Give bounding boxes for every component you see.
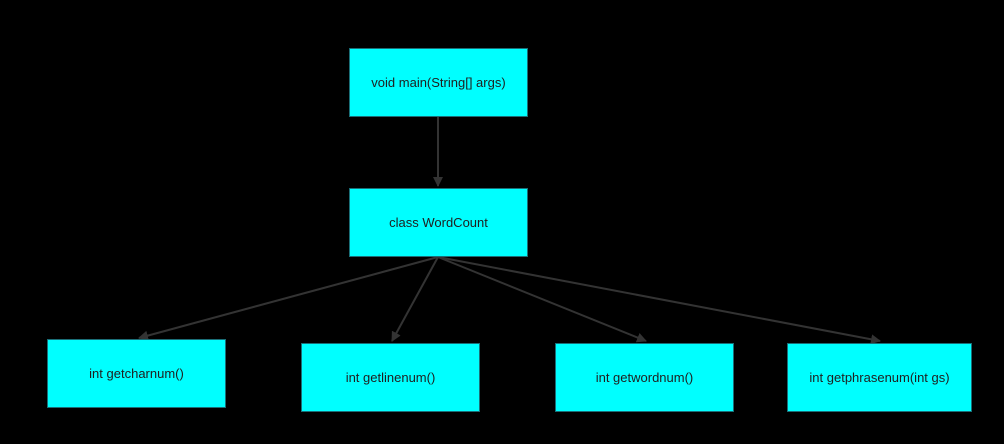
node-getcharnum[interactable]: int getcharnum() xyxy=(47,339,226,408)
edge-class-to-getwordnum xyxy=(437,256,647,343)
node-getwordnum-label: int getwordnum() xyxy=(595,370,694,385)
edge-class-to-getlinenum xyxy=(391,256,439,342)
node-main-method[interactable]: void main(String[] args) xyxy=(349,48,528,117)
node-getcharnum-label: int getcharnum() xyxy=(89,366,184,381)
edge-class-to-getphrasenum xyxy=(437,256,881,345)
node-getlinenum[interactable]: int getlinenum() xyxy=(301,343,480,412)
node-class-label: class WordCount xyxy=(389,215,488,230)
node-main-label: void main(String[] args) xyxy=(371,75,506,90)
edge-class-to-getcharnum xyxy=(138,256,439,341)
node-getphrasenum-label: int getphrasenum(int gs) xyxy=(809,370,950,385)
node-getphrasenum[interactable]: int getphrasenum(int gs) xyxy=(787,343,972,412)
node-wordcount-class[interactable]: class WordCount xyxy=(349,188,528,257)
node-getwordnum[interactable]: int getwordnum() xyxy=(555,343,734,412)
node-getlinenum-label: int getlinenum() xyxy=(345,370,436,385)
